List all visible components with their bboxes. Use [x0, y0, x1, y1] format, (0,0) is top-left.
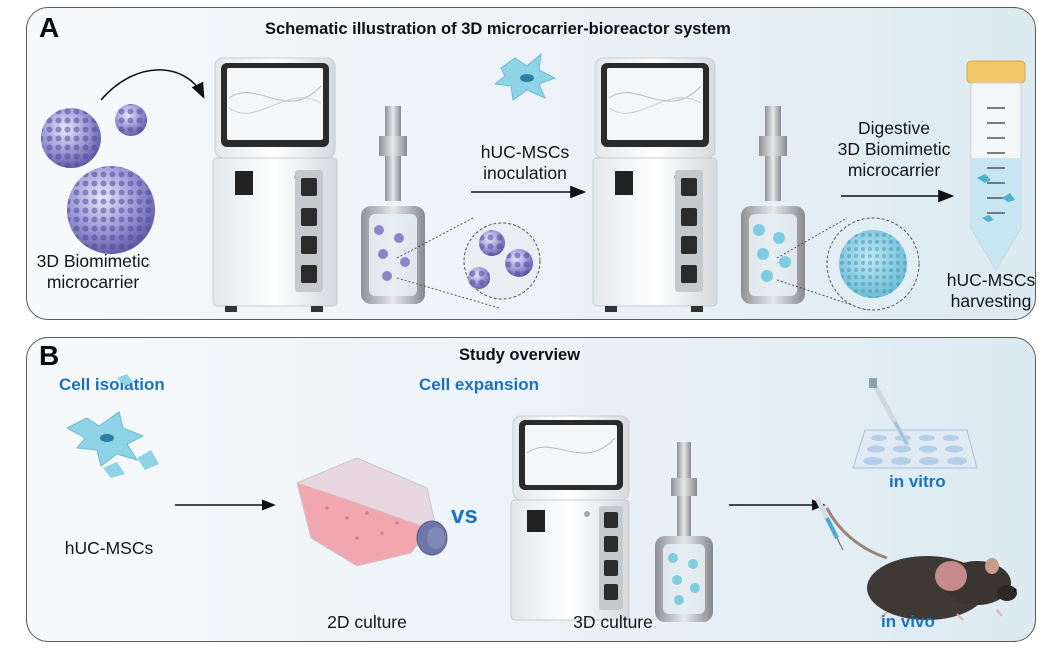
digestive-label-line1: Digestive: [858, 118, 930, 138]
bioreactor-vessel-icon: [361, 106, 425, 304]
bioreactor-controller-icon: [212, 57, 338, 312]
cell-isolation-heading: Cell isolation: [59, 375, 165, 394]
panel-b: B Study overview Cell isolation Cell exp…: [26, 337, 1036, 642]
panel-b-graphics: [65, 374, 1017, 622]
panel-a-letter: A: [39, 12, 60, 43]
culture-2d-label: 2D culture: [327, 612, 407, 632]
cells-label: hUC-MSCs: [64, 538, 154, 558]
bioreactor-vessel-icon-b: [655, 442, 713, 622]
in-vitro-label: in vitro: [889, 472, 946, 491]
bioreactor-controller-icon-b: [510, 415, 630, 621]
curved-arrow: [100, 69, 205, 101]
harvest-label: hUC-MSCs harvesting: [941, 270, 1036, 312]
digestive-label: Digestive 3D Biomimetic microcarrier: [829, 118, 959, 181]
colonized-microcarrier-zoom-icon: [776, 217, 920, 311]
panel-a-graphics: [41, 52, 1026, 312]
harvest-label-line1: hUC-MSCs: [946, 270, 1036, 290]
bioreactor-controller-icon-2: [592, 57, 718, 312]
panel-a: A Schematic illustration of 3D microcarr…: [26, 7, 1036, 320]
digestive-label-line2: 3D Biomimetic: [837, 139, 951, 159]
digestive-label-line3: microcarrier: [847, 160, 941, 180]
harvest-label-line2: harvesting: [950, 291, 1032, 311]
microcarrier-label-line1: 3D Biomimetic: [36, 251, 150, 271]
cell-expansion-heading: Cell expansion: [419, 375, 539, 394]
vs-label: vs: [451, 502, 478, 529]
microcarrier-icon: [41, 104, 155, 254]
in-vivo-label: in vivo: [881, 612, 935, 631]
inoculation-label-line2: inoculation: [483, 163, 567, 183]
msc-cluster-icon: [65, 374, 159, 478]
inoculation-label-line1: hUC-MSCs: [480, 142, 570, 162]
centrifuge-tube-icon: [966, 60, 1026, 271]
mouse-icon: [825, 507, 1017, 621]
pipette-icon: [869, 378, 910, 447]
panel-b-title: Study overview: [459, 346, 581, 364]
microcarrier-label-line2: microcarrier: [46, 272, 140, 292]
well-plate-icon: [852, 429, 978, 469]
panel-b-letter: B: [39, 340, 60, 371]
microcarrier-zoom-icon: [396, 217, 541, 309]
microcarrier-label: 3D Biomimetic microcarrier: [33, 251, 153, 293]
culture-flask-icon: [295, 457, 448, 567]
panel-a-title: Schematic illustration of 3D microcarrie…: [265, 20, 731, 38]
syringe-icon: [814, 496, 844, 551]
inoculation-label: hUC-MSCs inoculation: [465, 142, 585, 184]
msc-cell-icon: [493, 52, 557, 101]
bioreactor-vessel-icon-2: [741, 106, 805, 304]
culture-3d-label: 3D culture: [573, 612, 653, 632]
